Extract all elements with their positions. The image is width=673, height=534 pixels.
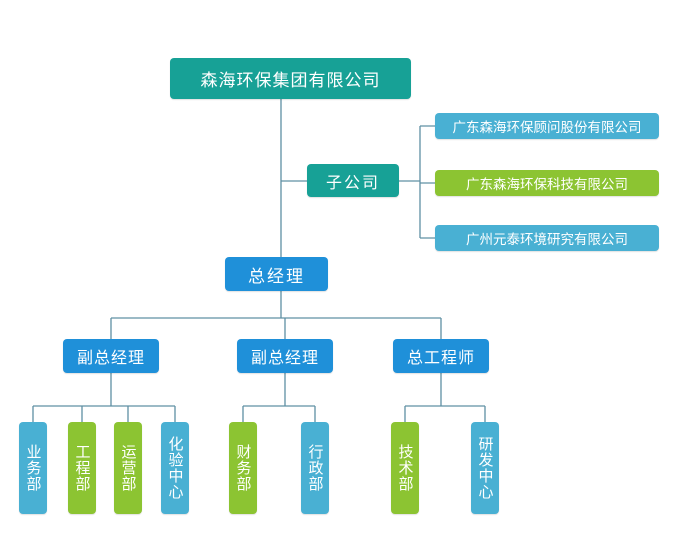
manager-node-deputy-2: 副总经理 xyxy=(237,339,333,373)
general-manager-label: 总经理 xyxy=(248,266,305,287)
department-label: 行政部 xyxy=(306,444,325,492)
company-label: 广东森海环保顾问股份有限公司 xyxy=(452,120,642,136)
manager-label: 总工程师 xyxy=(406,348,475,367)
company-node-technology: 广东森海环保科技有限公司 xyxy=(435,170,659,196)
manager-label: 副总经理 xyxy=(250,348,319,367)
department-label: 化验中心 xyxy=(166,436,185,500)
manager-label: 副总经理 xyxy=(76,348,145,367)
company-label: 广东森海环保科技有限公司 xyxy=(466,177,628,193)
department-node-operations: 运营部 xyxy=(114,422,142,514)
department-label: 业务部 xyxy=(24,444,43,492)
subsidiary-node: 子公司 xyxy=(307,164,399,197)
connector-manager2-to-departments xyxy=(242,373,316,422)
company-node-research: 广州元泰环境研究有限公司 xyxy=(435,225,659,251)
company-label: 广州元泰环境研究有限公司 xyxy=(466,232,628,248)
department-label: 研发中心 xyxy=(476,436,495,500)
connector-gm-to-managers xyxy=(110,291,442,339)
department-node-technology: 技术部 xyxy=(391,422,419,514)
root-company-node: 森海环保集团有限公司 xyxy=(170,58,411,99)
subsidiary-label: 子公司 xyxy=(325,172,380,192)
department-node-rnd-center: 研发中心 xyxy=(471,422,499,514)
connector-manager3-to-departments xyxy=(404,373,486,422)
manager-node-chief-engineer: 总工程师 xyxy=(393,339,489,373)
connector-manager1-to-departments xyxy=(32,373,176,422)
company-node-consulting: 广东森海环保顾问股份有限公司 xyxy=(435,113,659,139)
department-label: 技术部 xyxy=(396,444,415,492)
general-manager-node: 总经理 xyxy=(225,257,328,291)
department-label: 运营部 xyxy=(119,444,138,492)
department-node-administration: 行政部 xyxy=(301,422,329,514)
department-node-lab-center: 化验中心 xyxy=(161,422,189,514)
department-label: 工程部 xyxy=(73,444,92,492)
department-node-business: 业务部 xyxy=(19,422,47,514)
connector-subsidiary-to-companies xyxy=(399,125,435,239)
department-node-engineering: 工程部 xyxy=(68,422,96,514)
root-company-label: 森海环保集团有限公司 xyxy=(200,71,381,91)
manager-node-deputy-1: 副总经理 xyxy=(63,339,159,373)
department-node-finance: 财务部 xyxy=(229,422,257,514)
department-label: 财务部 xyxy=(234,444,253,492)
